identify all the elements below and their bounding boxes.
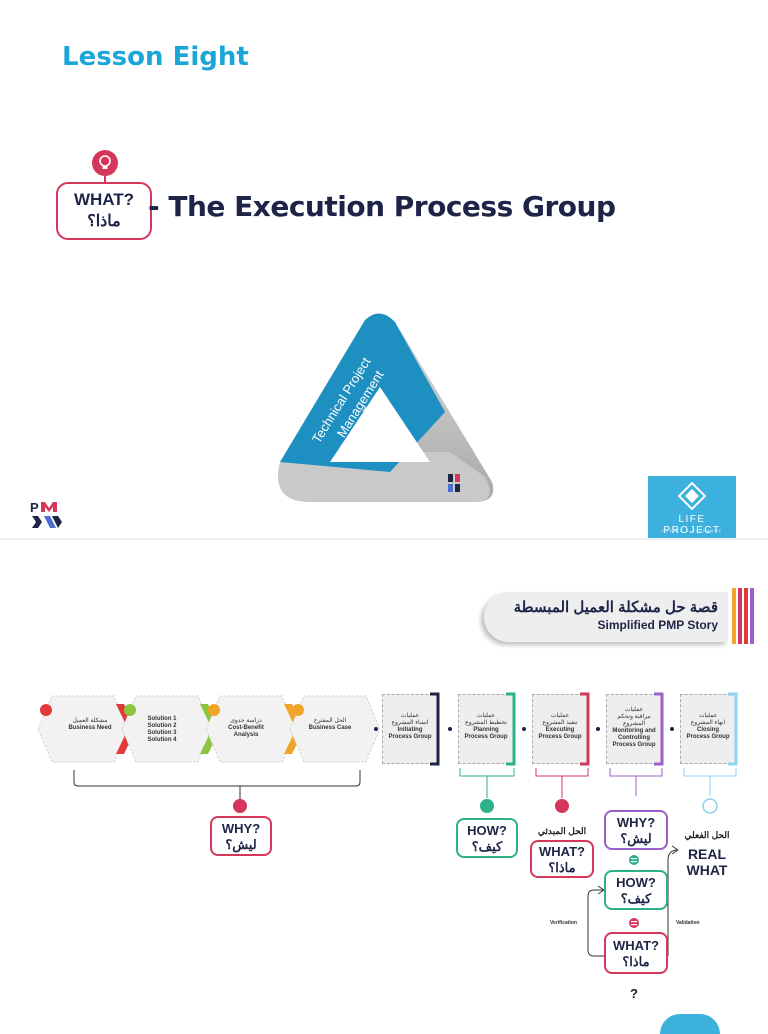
initial-solution-label: الحل المبدئي [537, 826, 587, 836]
trophy-icon [702, 798, 718, 814]
why-icon [233, 799, 247, 813]
story-header: قصة حل مشكلة العميل المبسطة Simplified P… [484, 592, 728, 642]
pg-label-ar: عمليات مراقبة وتحكم المشروع [617, 707, 651, 727]
real-what-label: REAL WHAT [686, 846, 728, 878]
hex-label-en: Business Need [68, 725, 112, 731]
how-ar: كيف؟ [471, 839, 503, 854]
pg-label-en: Monitoring and Controlling Process Group [612, 728, 656, 748]
life-project-logo: LIFE PROJECT CREATE & EXCHANGE [648, 476, 736, 540]
equals-icon [629, 855, 639, 865]
life-project-title: LIFE PROJECT [663, 514, 721, 536]
what2-ar: ماذا؟ [622, 954, 650, 969]
color-bars-decoration [732, 588, 754, 644]
hex-business-case [289, 695, 381, 763]
why2-ar: ليش؟ [620, 831, 652, 846]
svg-text:P: P [30, 500, 39, 515]
how2-bubble: HOW? كيف؟ [604, 870, 668, 910]
real-solution-label: الحل الفعلي [684, 830, 730, 840]
how-icon [480, 799, 494, 813]
what-bubble: WHAT? ماذا؟ [530, 840, 594, 878]
why2-en: WHY? [616, 815, 656, 830]
slide-heading: - The Execution Process Group [148, 190, 616, 223]
pmi-logo-icon [448, 474, 460, 492]
hex-label-en: Cost-Benefit Analysis [228, 725, 264, 738]
problem-icon [40, 704, 52, 716]
pg-label-en: Closing Process Group [686, 727, 730, 740]
diamond-icon [678, 482, 706, 510]
what-badge-en: WHAT? [73, 190, 135, 209]
pg-label-ar: عمليات تنفيذ المشروع [542, 713, 578, 726]
how-bubble: HOW? كيف؟ [456, 818, 518, 858]
why2-bubble: WHY? ليش؟ [604, 810, 668, 850]
pmi-logo-icon: P [30, 500, 62, 528]
pg-label-en: Initiating Process Group [388, 727, 432, 740]
bulb-connector [104, 176, 106, 184]
hex-solutions-text: Solution 1 Solution 2 Solution 3 Solutio… [147, 716, 177, 743]
hex-label-en: Business Case [308, 725, 352, 731]
verification-label: Verification [550, 920, 577, 926]
business-case-chevrons [37, 695, 381, 763]
question-mark: ? [630, 986, 638, 1001]
slide-1: Lesson Eight WHAT? ماذا؟ - The Execution… [30, 42, 736, 540]
pg-label-ar: عمليات انشاء المشروع [391, 713, 429, 726]
hex-label-ar: مشكلة العميل [72, 718, 108, 724]
flow-connectors [73, 692, 738, 957]
hex-label-ar: دراسة جدوى [230, 718, 262, 724]
what-icon [555, 799, 569, 813]
equals-icon [629, 918, 639, 928]
technical-pm-triangle: Technical Project Management [278, 313, 494, 502]
what2-en: WHAT? [613, 938, 659, 953]
solution-icon [124, 704, 136, 716]
pg-label-ar: عمليات تخطيط المشروع [465, 713, 507, 726]
pg-label-ar: عمليات انهاء المشروع [690, 713, 726, 726]
life-project-subtitle: CREATE & EXCHANGE [661, 528, 723, 533]
page-corner-decoration [660, 1014, 720, 1034]
why-bubble: WHY? ليش؟ [210, 816, 272, 856]
why-ar: ليش؟ [225, 837, 257, 852]
how2-en: HOW? [616, 875, 656, 890]
what-badge: WHAT? ماذا؟ [56, 182, 152, 240]
lesson-title: Lesson Eight [62, 42, 249, 72]
hex-label-ar: الحل المقترح [313, 718, 347, 724]
what2-bubble: WHAT? ماذا؟ [604, 932, 668, 974]
pg-label-en: Planning Process Group [464, 727, 508, 740]
how2-ar: كيف؟ [620, 891, 652, 906]
lightbulb-icon [92, 150, 118, 176]
story-title-ar: قصة حل مشكلة العميل المبسطة [513, 599, 718, 616]
hex-cost-benefit-text: دراسة جدوى Cost-Benefit Analysis [216, 718, 276, 739]
hex-business-need-text: مشكلة العميل Business Need [60, 718, 120, 732]
pg-label-en: Executing Process Group [538, 727, 582, 740]
story-title-en: Simplified PMP Story [597, 618, 718, 632]
how-en: HOW? [467, 823, 507, 838]
what-en: WHAT? [539, 844, 585, 859]
business-case-icon [292, 704, 304, 716]
why-en: WHY? [221, 821, 261, 836]
hex-business-case-text: الحل المقترح Business Case [300, 718, 360, 732]
analysis-icon [208, 704, 220, 716]
what-badge-ar: ماذا؟ [87, 213, 121, 230]
what-ar: ماذا؟ [548, 860, 576, 875]
validation-label: Validation [676, 920, 700, 926]
